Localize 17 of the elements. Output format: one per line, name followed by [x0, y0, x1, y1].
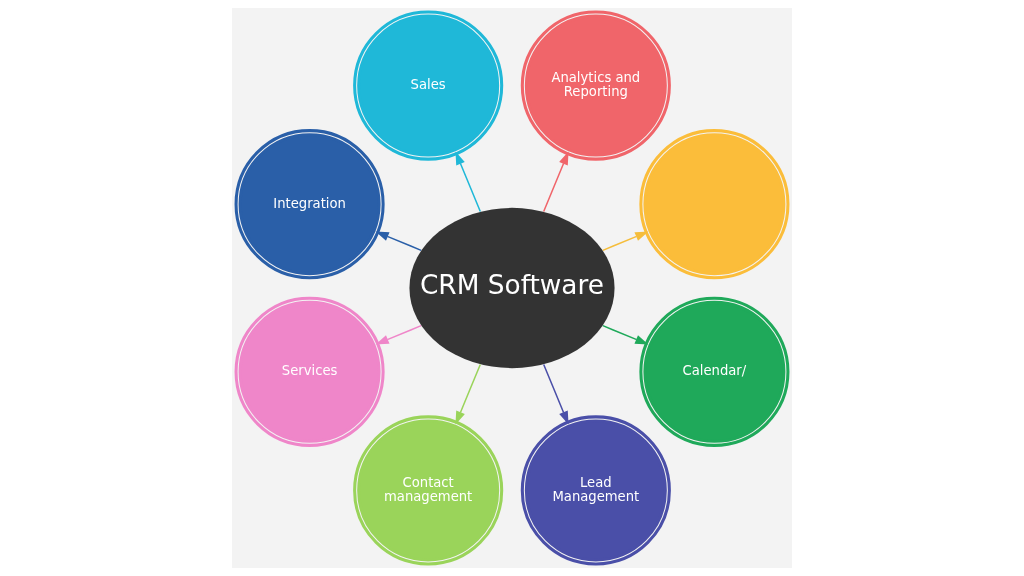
- arrow: [542, 151, 569, 213]
- node-circle: Analytics and Reporting: [520, 10, 671, 161]
- node-circle: Integration: [234, 129, 385, 280]
- node-circle: Lead Management: [520, 415, 671, 566]
- arrow: [375, 231, 422, 252]
- node-ellipse: CRM Software: [409, 207, 615, 369]
- arrow: [602, 231, 649, 252]
- arrow: [375, 324, 422, 345]
- arrow: [455, 363, 482, 425]
- node-circle: Sales: [353, 10, 504, 161]
- node-circle: Contact management: [353, 415, 504, 566]
- node-circle: Calendar/: [639, 296, 790, 447]
- arrow: [542, 363, 569, 425]
- arrow: [602, 324, 649, 345]
- node-circle: Services: [234, 296, 385, 447]
- node-circle: [639, 129, 790, 280]
- arrow: [455, 151, 482, 213]
